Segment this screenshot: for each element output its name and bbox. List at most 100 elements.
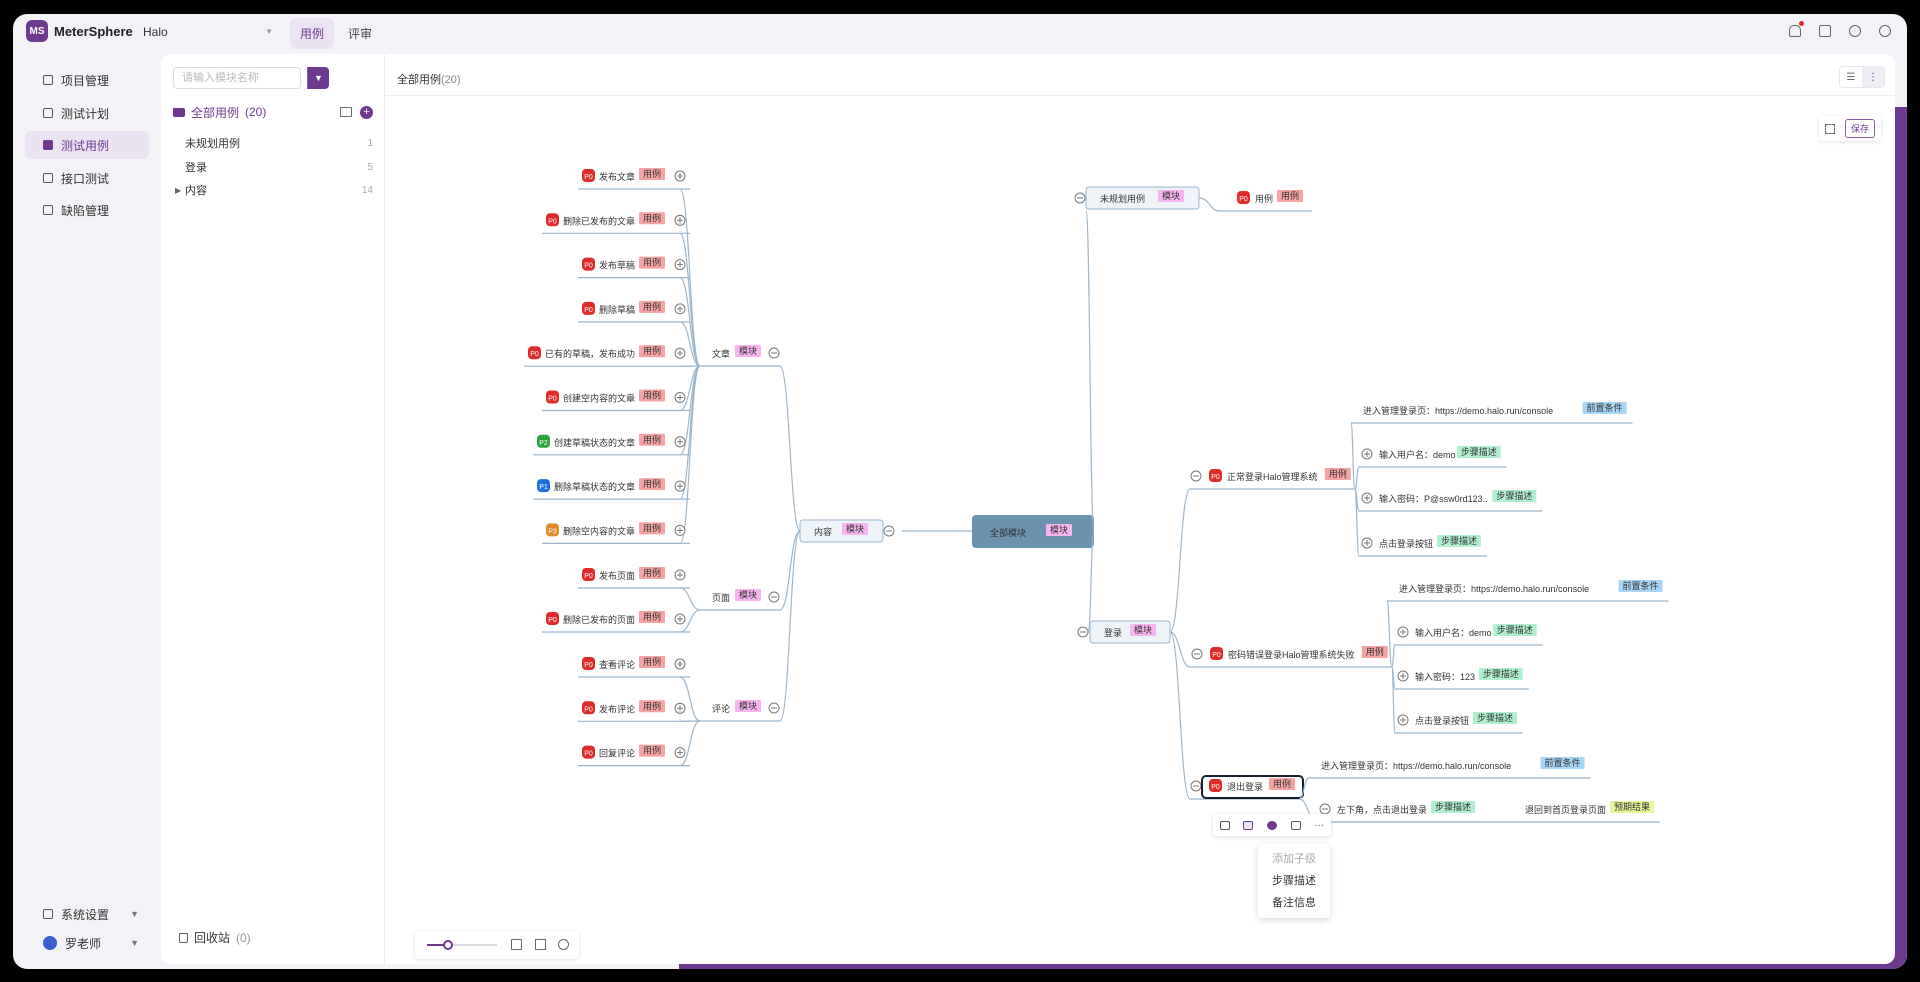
menu-item-add-child[interactable]: 添加子级 — [1272, 853, 1316, 865]
priority-icon — [582, 745, 595, 759]
help-icon[interactable] — [1849, 25, 1861, 37]
system-settings[interactable]: 系统设置 ▼ — [25, 902, 149, 926]
pre-tag: 前置条件 — [1587, 402, 1623, 413]
mindmap-view-icon[interactable]: ⋮ — [1862, 67, 1884, 87]
priority-label: P2 — [539, 440, 548, 447]
case-label: 删除草稿状态的文章 — [554, 481, 635, 492]
case-label: 回复评论 — [599, 748, 635, 759]
task-icon[interactable] — [1819, 25, 1831, 37]
priority-icon — [546, 523, 559, 537]
module-search-input[interactable] — [173, 67, 301, 89]
priority-icon — [582, 701, 595, 715]
tree-row-unplanned[interactable]: 未规划用例 1 — [185, 133, 373, 153]
save-button[interactable]: 保存 — [1844, 119, 1875, 138]
sidebar-item-api[interactable]: 接口测试 — [25, 164, 149, 192]
priority-label: P0 — [584, 307, 593, 314]
user-menu[interactable]: 罗老师 ▼ — [25, 931, 149, 955]
more-icon[interactable]: ··· — [1314, 819, 1325, 831]
case-label: 正常登录Halo管理系统 — [1227, 471, 1318, 482]
case-tag: 用例 — [643, 345, 661, 356]
all-cases-node[interactable]: 全部用例 (20) + — [173, 102, 373, 122]
case-tag-bg — [639, 478, 665, 491]
case-tag-bg — [639, 567, 665, 579]
fullscreen-icon[interactable] — [1824, 123, 1835, 134]
case-type-icon[interactable] — [1219, 820, 1230, 830]
priority-icon — [582, 169, 595, 182]
account-icon[interactable] — [1879, 25, 1891, 37]
note-icon[interactable] — [1290, 820, 1301, 830]
sidebar-item-case[interactable]: 测试用例 — [25, 131, 149, 159]
case-tag-bg — [1277, 190, 1303, 202]
menu-item-remark[interactable]: 备注信息 — [1272, 897, 1316, 909]
new-dropdown-button[interactable]: ▼ — [307, 67, 329, 89]
case-tag-bg — [1269, 778, 1295, 790]
case-label: 发布文章 — [599, 171, 635, 182]
zoom-handle[interactable] — [443, 940, 453, 950]
tab-cases[interactable]: 用例 — [290, 18, 335, 49]
module-tag-bg — [1046, 524, 1072, 536]
move-icon[interactable] — [511, 939, 522, 950]
page-title-label: 全部用例 — [397, 74, 441, 86]
priority-label: P3 — [548, 528, 557, 535]
recycle-bin[interactable]: 回收站 (0) — [179, 929, 251, 946]
add-folder-icon[interactable] — [340, 107, 352, 117]
priority-label: P0 — [584, 174, 593, 181]
sidebar-item-label: 项目管理 — [61, 73, 110, 88]
priority-label: P0 — [1211, 784, 1220, 791]
priority-label: P0 — [548, 396, 557, 403]
trash-icon — [179, 932, 188, 943]
sidebar-item-project[interactable]: 项目管理 — [25, 66, 149, 94]
tree-row-login[interactable]: 登录 5 — [185, 157, 373, 177]
tree-row-content[interactable]: ▶ 内容 14 — [175, 180, 373, 200]
bell-icon[interactable] — [1789, 21, 1804, 37]
step-tag: 步骤描述 — [1441, 535, 1477, 546]
node-toolbar: ··· — [1213, 814, 1331, 836]
sidebar-item-plan[interactable]: 测试计划 — [25, 99, 149, 127]
priority-icon — [537, 479, 550, 493]
avatar — [43, 936, 57, 950]
detail-label: 左下角，点击退出登录 — [1337, 804, 1427, 815]
module-node-content[interactable] — [799, 519, 884, 543]
case-tag-bg — [1324, 468, 1351, 480]
case-label: 退出登录 — [1227, 781, 1263, 792]
zoom-slider[interactable] — [427, 940, 497, 950]
module-tag: 模块 — [739, 700, 757, 711]
priority-icon[interactable] — [1266, 820, 1277, 830]
caret-right-icon[interactable]: ▶ — [175, 185, 182, 195]
module-tag: 模块 — [739, 589, 757, 600]
step-icon[interactable] — [1243, 820, 1254, 830]
sidebar-item-bug[interactable]: 缺陷管理 — [25, 196, 149, 224]
menu-item-step-desc[interactable]: 步骤描述 — [1272, 875, 1316, 887]
page-title: 全部用例(20) — [397, 71, 461, 87]
module-label: 内容 — [814, 526, 832, 537]
case-tag-bg — [639, 744, 665, 757]
selected-node-frame[interactable] — [1201, 775, 1304, 799]
case-tag: 用例 — [643, 656, 661, 667]
root-node[interactable] — [972, 515, 1094, 548]
case-tag: 用例 — [643, 522, 661, 533]
priority-label: P0 — [1211, 474, 1220, 481]
project-selector[interactable]: Halo ▼ — [143, 25, 273, 39]
recycle-count: (0) — [236, 930, 251, 945]
sidebar-item-label: 缺陷管理 — [61, 203, 110, 218]
priority-icon — [528, 346, 541, 360]
priority-label: P1 — [539, 484, 548, 491]
add-module-icon[interactable]: + — [360, 105, 373, 119]
case-tag-bg — [639, 345, 665, 358]
module-tag: 模块 — [1162, 190, 1180, 201]
mindmap-link — [1391, 644, 1396, 668]
list-view-icon[interactable]: ☰ — [1846, 71, 1856, 83]
step-tag-bg — [1492, 490, 1537, 502]
locate-icon[interactable] — [558, 939, 569, 950]
case-tag-bg — [639, 168, 665, 180]
mindmap-link — [1169, 488, 1191, 633]
case-label: 发布评论 — [599, 703, 635, 714]
all-cases-label: 全部用例 — [191, 105, 240, 120]
tab-review[interactable]: 评审 — [348, 27, 373, 41]
step-tag-bg — [1431, 801, 1475, 813]
pre-tag-bg — [1540, 757, 1585, 769]
case-tag: 用例 — [643, 611, 661, 622]
fit-view-icon[interactable] — [535, 939, 546, 950]
case-label: 删除草稿 — [599, 304, 635, 315]
